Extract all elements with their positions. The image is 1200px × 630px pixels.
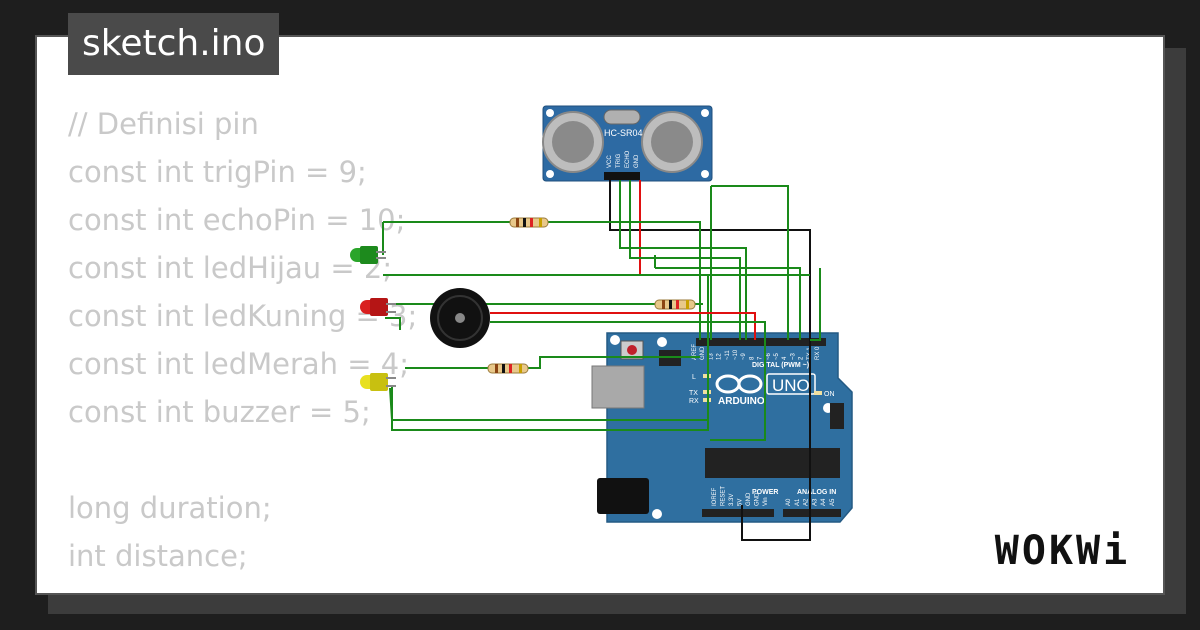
wire-buzzer-negative[interactable] [490, 321, 766, 441]
pin-label: VCC [607, 155, 613, 168]
pin-label: 8 [749, 356, 755, 360]
transmitter-mesh [552, 121, 594, 163]
crystal [603, 109, 641, 125]
code-line: // Definisi pin [68, 107, 259, 141]
power-header [702, 509, 774, 517]
pin-label: ~10 [733, 349, 739, 360]
buzzer[interactable] [430, 288, 490, 348]
pin-label: GND [746, 492, 752, 506]
pin-label: 2 [799, 356, 805, 360]
code-line: const int trigPin = 9; [68, 155, 367, 189]
pin-label: ~6 [766, 352, 772, 360]
wire-buzzer-positive[interactable] [490, 312, 756, 340]
code-line: const int ledMerah = 4; [68, 347, 409, 381]
pin-label: 5V [738, 499, 744, 506]
wire-pin4[interactable] [810, 268, 821, 341]
wire-led-yellow-cathode[interactable] [389, 387, 708, 421]
reset-button-cap [627, 345, 637, 355]
pin-label: ~5 [774, 352, 780, 360]
wire-led-red-cathode[interactable] [385, 317, 401, 330]
arduino-logo-right [737, 374, 763, 394]
power-jack [597, 478, 649, 514]
l-led-label: L [692, 374, 696, 381]
wokwi-logo-text: WOKWi [994, 528, 1131, 574]
wire-sensor-echo[interactable] [629, 180, 741, 340]
pin-label: TRIG [616, 153, 622, 168]
pin-label: 7 [758, 356, 764, 360]
led-green[interactable] [350, 246, 386, 264]
analog-header [783, 509, 841, 517]
pin-label: 4 [782, 356, 788, 360]
rx-led-label: RX [689, 398, 699, 405]
arduino-uno-board[interactable]: ARDUINO UNO DIGITAL (PWM ~) POWER ANALOG… [591, 332, 853, 523]
wire-sensor-trig[interactable] [619, 180, 747, 340]
on-label: ON [824, 391, 835, 398]
pin-label: A1 [795, 498, 801, 506]
wire-top-loop[interactable] [711, 185, 789, 340]
pin-label: ~9 [741, 352, 747, 360]
digital-label: DIGITAL (PWM ~) [752, 362, 809, 369]
code-line: const int buzzer = 5; [68, 395, 371, 429]
code-preview: // Definisi pin const int trigPin = 9; c… [68, 100, 428, 580]
sensor-pin-header [604, 172, 640, 180]
pin-label: A3 [812, 498, 818, 506]
pin-label: 13 [708, 353, 714, 360]
file-name-tab: sketch.ino [68, 13, 280, 75]
pin-label: A0 [786, 498, 792, 506]
atmega-chip [705, 448, 840, 478]
pin-label: 3.3V [729, 494, 735, 506]
wire-resistor-to-board[interactable] [548, 221, 701, 340]
on-led [814, 391, 822, 395]
tx-led-label: TX [689, 390, 698, 397]
pin-label: RESET [721, 486, 727, 506]
code-line: int distance; [68, 539, 248, 573]
pin-label: GND [634, 154, 640, 168]
usb-port [591, 365, 645, 409]
pin-label: GND [700, 346, 706, 360]
pin-label: AREF [692, 344, 698, 360]
uno-badge [766, 373, 816, 395]
power-label: POWER [752, 489, 778, 496]
code-line: long duration; [68, 491, 272, 525]
led-red[interactable] [360, 298, 396, 316]
pin-label: A2 [804, 498, 810, 506]
mount-hole [652, 509, 662, 519]
pin-label: GND [755, 492, 761, 506]
resistor[interactable] [654, 299, 696, 310]
resistor[interactable] [509, 217, 549, 228]
pin-label: Vin [763, 497, 769, 506]
code-line: const int ledHijau = 2; [68, 251, 393, 285]
arduino-logo-text: ARDUINO [718, 396, 765, 407]
resistor[interactable] [487, 363, 529, 374]
receiver-mesh [651, 121, 693, 163]
pin-label: IOREF [712, 487, 718, 506]
analog-label: ANALOG IN [797, 489, 836, 496]
wire-led-yellow-resistor[interactable] [528, 356, 700, 369]
mount-hole [610, 335, 620, 345]
led-yellow[interactable] [360, 373, 396, 391]
wokwi-logo: WOKWi [975, 525, 1150, 577]
wires [382, 180, 821, 541]
pin-label: ~11 [725, 350, 731, 360]
pin-label: ~3 [790, 352, 796, 360]
digital-header [696, 338, 826, 346]
icsp-header-2 [830, 403, 844, 429]
pin-label: 12 [717, 353, 723, 360]
pin-label: A5 [830, 498, 836, 506]
pin-label: RX 0 [815, 346, 821, 360]
pin-label: A4 [821, 498, 827, 506]
pin-label: ECHO [625, 150, 631, 168]
wire-pin5[interactable] [655, 267, 801, 340]
uno-label: UNO [772, 376, 810, 395]
code-line: const int echoPin = 10; [68, 203, 406, 237]
mount-hole [657, 337, 667, 347]
sensor-label: HC-SR04 [604, 128, 643, 138]
